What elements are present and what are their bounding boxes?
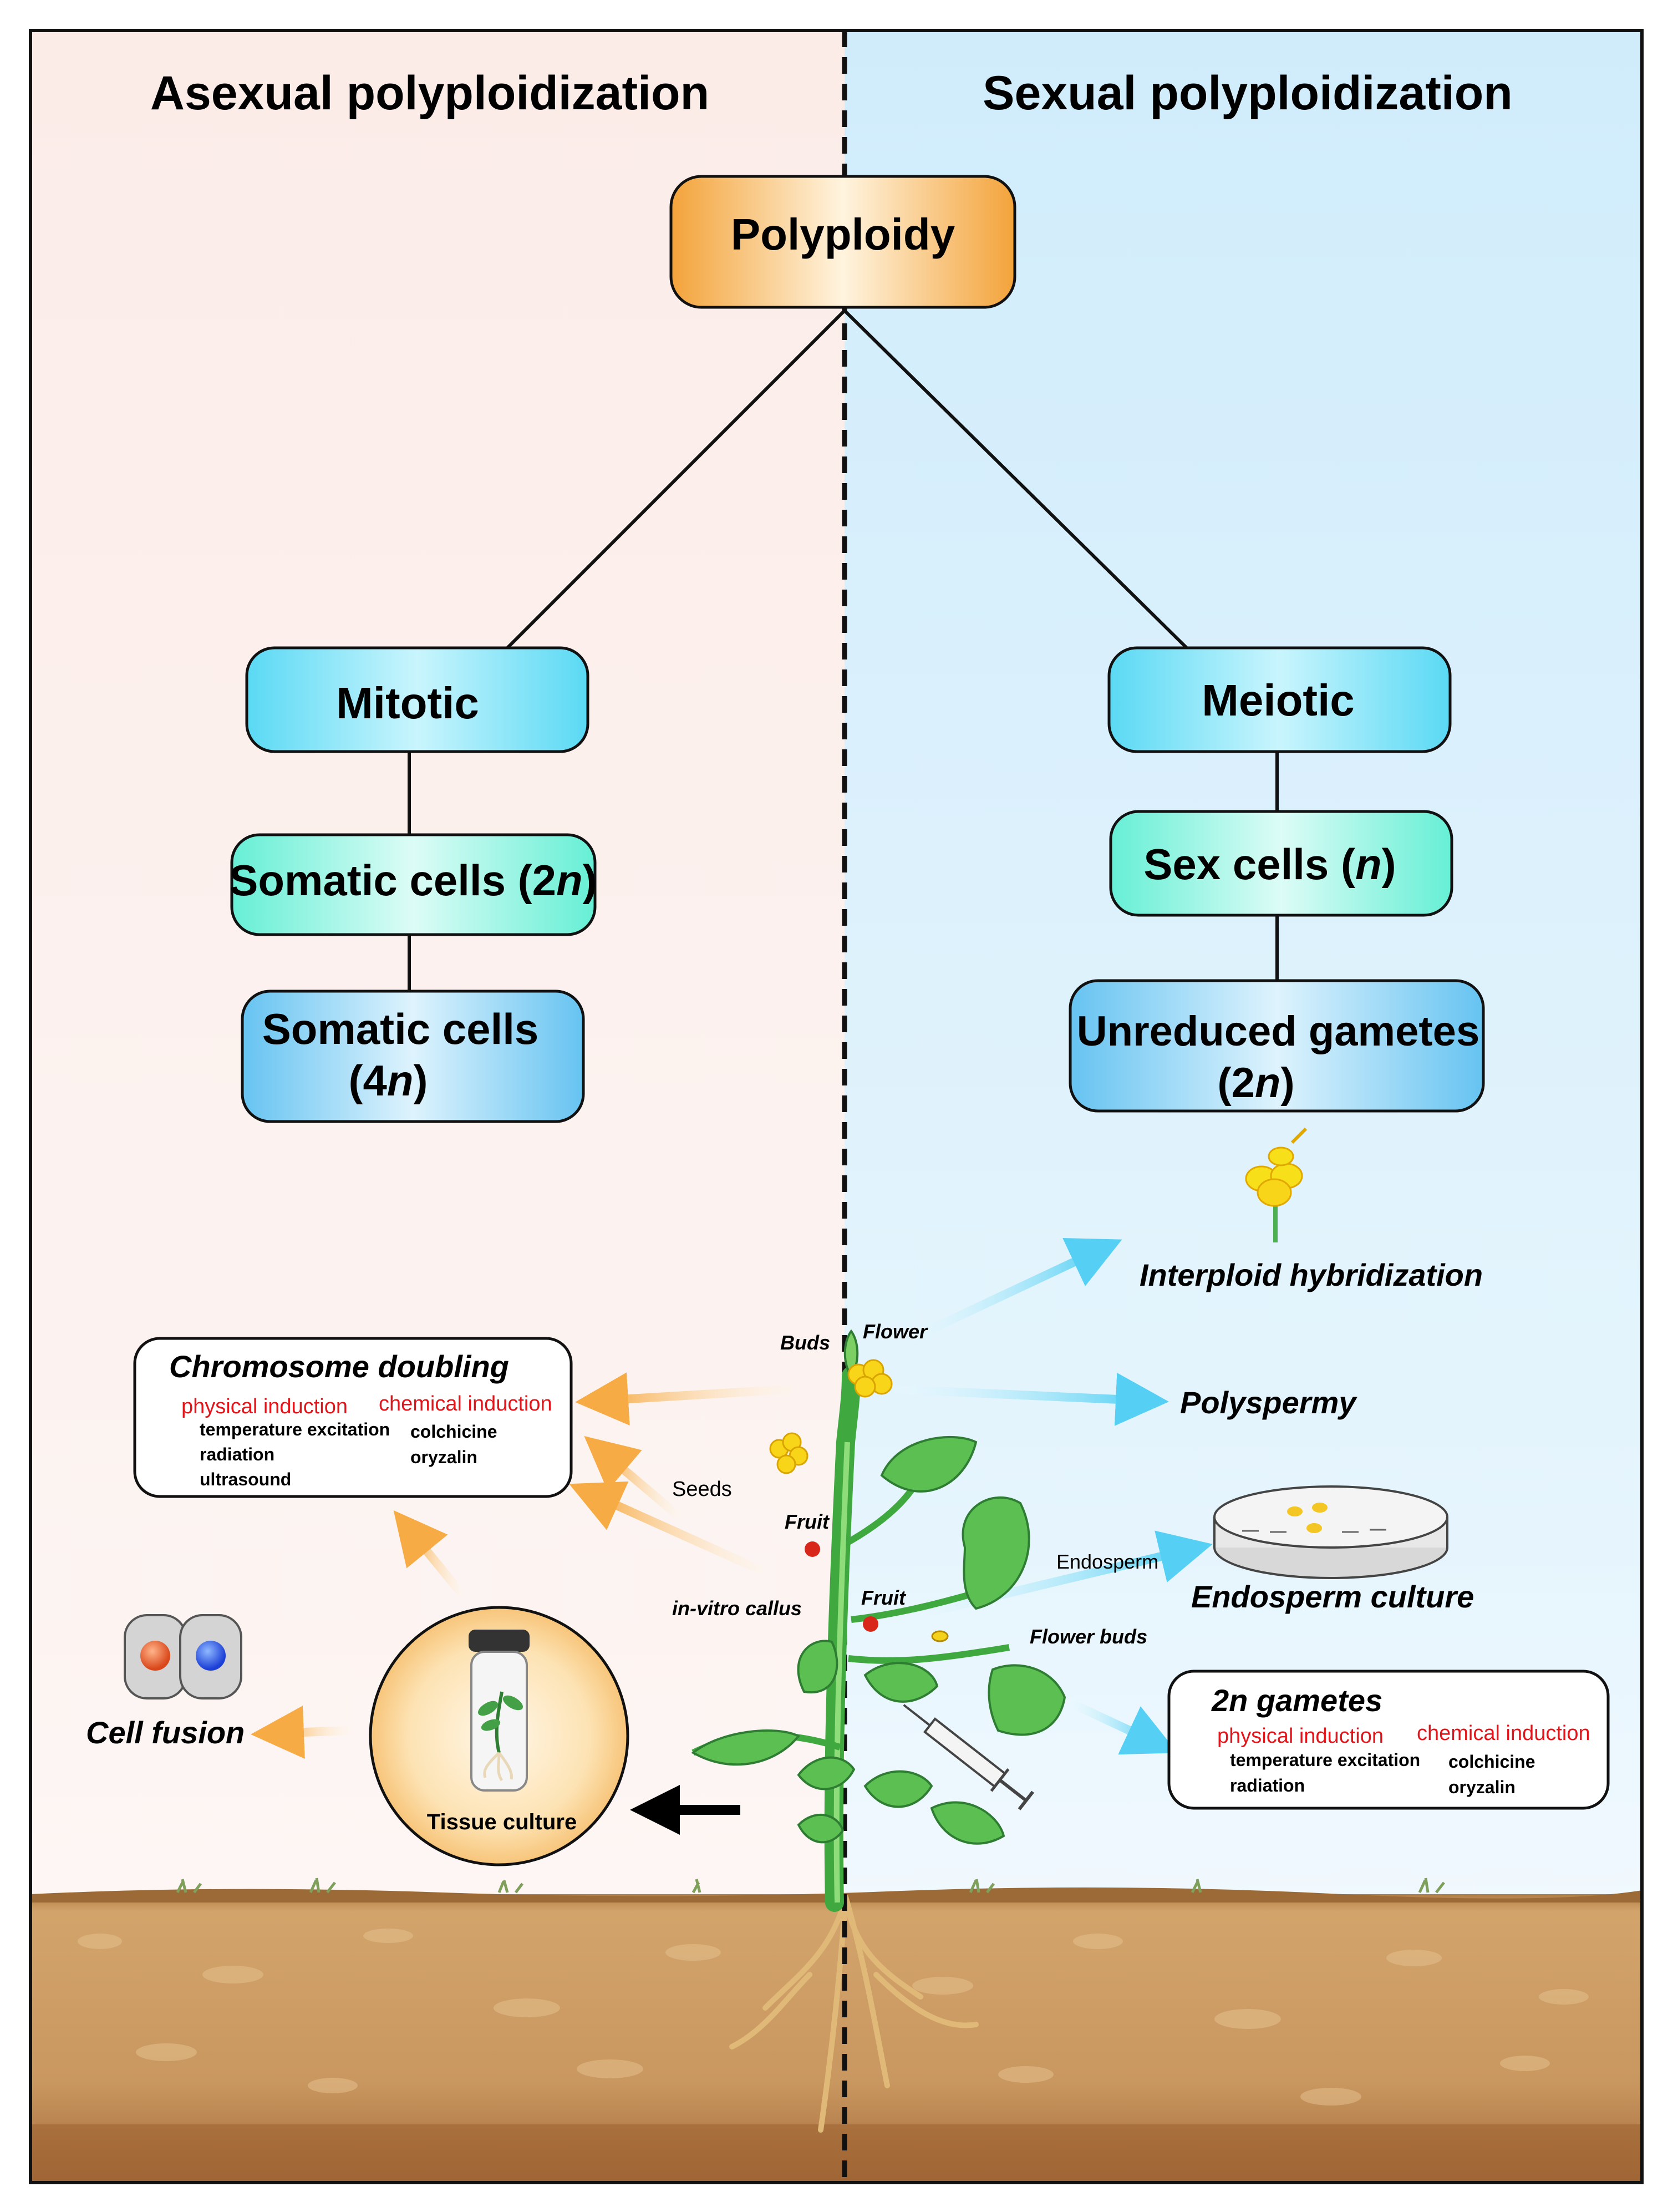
gm-physical-header: physical induction: [1217, 1724, 1384, 1748]
leaf: [797, 1640, 838, 1694]
syringe-icon: [903, 1704, 1034, 1810]
somatic-cells-4n-line1: Somatic cells: [262, 1004, 539, 1053]
arrow-tissue-to-doubling: [393, 1510, 465, 1596]
left-panel-background: [30, 31, 845, 1927]
endosperm-culture-label: Endosperm culture: [1191, 1579, 1474, 1614]
arrow-to-2n-gametes: [1066, 1698, 1178, 1755]
2n-gametes-title: 2n gametes: [1211, 1683, 1382, 1718]
flower-buds-label: Flower buds: [1030, 1625, 1147, 1648]
polyspermy-label: Polyspermy: [1180, 1385, 1357, 1420]
polyploidy-node: Polyploidy: [669, 175, 1016, 309]
leaf: [863, 1770, 933, 1808]
tissue-culture-icon: Tissue culture: [369, 1606, 629, 1866]
orange-arrows: [251, 1372, 792, 1759]
cd-chemical-header: chemical induction: [379, 1392, 552, 1416]
leaf: [691, 1729, 801, 1766]
chromosome-doubling-box: Chromosome doubling physical induction c…: [133, 1337, 573, 1498]
gm-chemical-item-2: oryzalin: [1448, 1777, 1516, 1797]
cd-physical-item-3: ultrasound: [200, 1469, 291, 1489]
cd-chemical-item-2: oryzalin: [410, 1447, 477, 1467]
arrow-to-polyspermy: [894, 1372, 1169, 1426]
arrow-to-endosperm: [916, 1530, 1213, 1619]
cd-physical-item-1: temperature excitation: [200, 1419, 390, 1439]
arrow-tissue-to-fusion: [251, 1706, 351, 1759]
somatic-cells-4n-line2: (4n): [349, 1056, 428, 1105]
leaf: [988, 1664, 1066, 1736]
leaf: [797, 1756, 856, 1790]
left-panel-title: Asexual polyploidization: [150, 67, 709, 120]
mitotic-node: Mitotic: [245, 646, 589, 753]
somatic-cells-2n-label: Somatic cells (2n): [229, 856, 597, 905]
cd-chemical-item-1: colchicine: [410, 1422, 497, 1442]
chromosome-doubling-title: Chromosome doubling: [169, 1349, 509, 1384]
sex-cells-node: Sex cells (n): [1109, 810, 1453, 917]
polyploidy-label: Polyploidy: [731, 210, 955, 259]
cd-physical-item-2: radiation: [200, 1444, 274, 1464]
soil-layer: [30, 1878, 1642, 2183]
leaf: [863, 1662, 939, 1703]
arrow-callus-to-doubling: [569, 1481, 764, 1574]
cell-fusion-label: Cell fusion: [86, 1715, 245, 1750]
cell-fusion-icon: [124, 1614, 242, 1699]
fruit-right-label: Fruit: [861, 1586, 907, 1609]
leaf: [880, 1435, 978, 1493]
right-panel-background: [845, 31, 1642, 1927]
buds-label: Buds: [780, 1331, 830, 1354]
gm-physical-item-2: radiation: [1230, 1775, 1305, 1795]
interploid-hybridization-label: Interploid hybridization: [1140, 1257, 1483, 1292]
unreduced-gametes-node: Unreduced gametes (2n): [1069, 979, 1485, 1113]
somatic-cells-2n-node: Somatic cells (2n): [229, 833, 597, 936]
fruit-left-label: Fruit: [785, 1510, 830, 1533]
meiotic-node: Meiotic: [1107, 646, 1452, 753]
cyan-arrows: [894, 1237, 1213, 1755]
somatic-cells-4n-node: Somatic cells (4n): [241, 990, 585, 1123]
petri-dish-icon: [1213, 1485, 1448, 1579]
tree-connectors: [408, 309, 1279, 991]
2n-gametes-box: 2n gametes physical induction chemical i…: [1167, 1670, 1610, 1810]
tissue-culture-label: Tissue culture: [427, 1810, 577, 1834]
gm-chemical-item-1: colchicine: [1448, 1752, 1535, 1772]
right-panel-title: Sexual polyploidization: [983, 67, 1513, 120]
in-vitro-callus-label: in-vitro callus: [672, 1597, 802, 1620]
arrow-buds-to-doubling: [575, 1372, 792, 1426]
diagram-frame: [29, 29, 1644, 2184]
unreduced-gametes-line1: Unreduced gametes: [1077, 1008, 1479, 1055]
seeds-label: Seeds: [672, 1478, 732, 1501]
leaf: [797, 1814, 845, 1844]
plant-illustration: [691, 1329, 1066, 1912]
flower-icon: [1245, 1127, 1308, 1242]
sex-cells-label: Sex cells (n): [1143, 840, 1396, 889]
mitotic-label: Mitotic: [336, 678, 479, 728]
leaf: [962, 1496, 1030, 1610]
endosperm-label: Endosperm: [1056, 1550, 1158, 1573]
unreduced-gametes-line2: (2n): [1217, 1059, 1294, 1107]
cd-physical-header: physical induction: [181, 1395, 348, 1418]
flower-label: Flower: [863, 1320, 928, 1343]
leaf: [930, 1801, 1005, 1845]
gm-physical-item-1: temperature excitation: [1230, 1750, 1420, 1770]
arrow-seeds-to-doubling: [584, 1435, 681, 1519]
gm-chemical-header: chemical induction: [1417, 1722, 1590, 1745]
arrow-to-interploid: [911, 1237, 1122, 1341]
meiotic-label: Meiotic: [1202, 676, 1355, 725]
